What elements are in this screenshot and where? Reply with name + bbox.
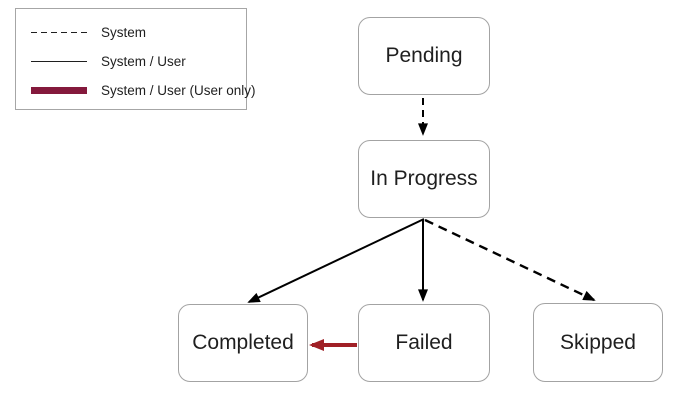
legend-item-system: System [16,18,246,47]
state-label-skipped: Skipped [560,330,636,354]
dashed-line-swatch [31,32,87,33]
state-node-skipped: Skipped [533,303,663,382]
thick-red-line-swatch [31,87,87,94]
legend-label: System / User (User only) [101,83,256,98]
legend-item-user-only: System / User (User only) [16,76,256,105]
legend-item-system-user: System / User [16,47,246,76]
state-label-completed: Completed [192,331,294,354]
state-node-in-progress: In Progress [358,140,490,218]
state-node-completed: Completed [178,304,308,382]
edge-in-progress-to-completed [247,218,425,303]
legend-label: System / User [101,54,186,69]
state-node-pending: Pending [358,17,490,95]
state-label-pending: Pending [385,44,463,67]
legend-label: System [101,25,147,40]
edge-in-progress-to-skipped [424,218,596,302]
state-node-failed: Failed [358,304,490,382]
legend: System System / User System / User (User… [15,8,256,110]
solid-line-swatch [31,61,87,62]
state-label-failed: Failed [395,331,453,354]
state-label-in-progress: In Progress [370,167,478,190]
